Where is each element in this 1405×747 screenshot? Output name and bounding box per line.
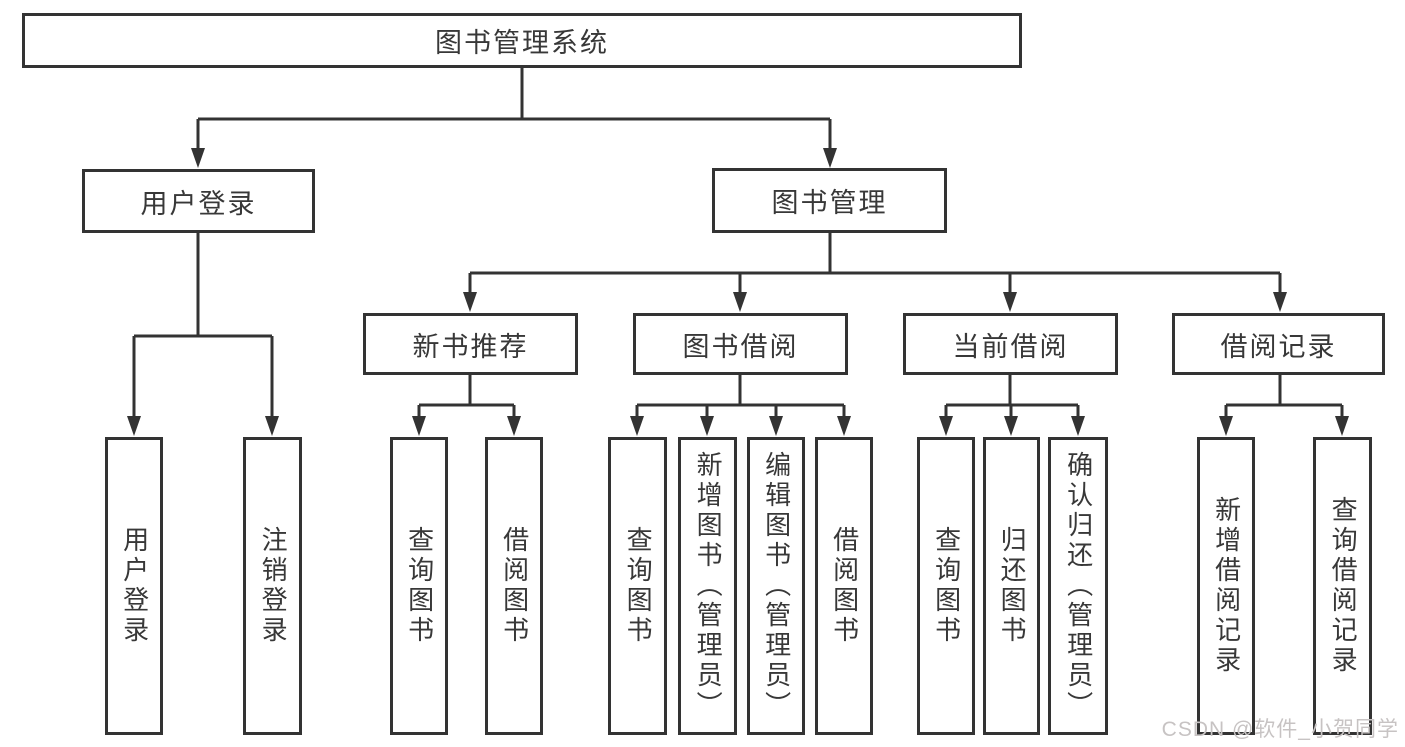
arrow-down-icon	[265, 416, 279, 436]
node-book-management: 图书管理	[712, 168, 947, 233]
leaf-add-book-admin: 新增图书（管理员）	[678, 437, 737, 735]
leaf-query-books: 查询图书	[608, 437, 667, 735]
leaf-logout: 注销登录	[243, 437, 302, 735]
leaf-query-books: 查询图书	[390, 437, 448, 735]
leaf-return-books: 归还图书	[983, 437, 1040, 735]
leaf-borrow-books: 借阅图书	[485, 437, 543, 735]
arrow-down-icon	[463, 292, 477, 312]
arrow-down-icon	[1003, 292, 1017, 312]
node-book-borrow: 图书借阅	[633, 313, 848, 375]
leaf-query-books: 查询图书	[917, 437, 975, 735]
leaf-edit-book-admin: 编辑图书（管理员）	[747, 437, 805, 735]
leaf-confirm-return-admin: 确认归还（管理员）	[1048, 437, 1108, 735]
arrow-down-icon	[630, 416, 644, 436]
leaf-user-login: 用户登录	[105, 437, 163, 735]
arrow-down-icon	[191, 148, 205, 168]
node-library-system: 图书管理系统	[22, 13, 1022, 68]
leaf-borrow-books: 借阅图书	[815, 437, 873, 735]
arrow-down-icon	[837, 416, 851, 436]
node-new-book-recommend: 新书推荐	[363, 313, 578, 375]
node-user-login: 用户登录	[82, 169, 315, 233]
arrow-down-icon	[412, 416, 426, 436]
node-current-borrow: 当前借阅	[903, 313, 1118, 375]
arrow-down-icon	[1273, 292, 1287, 312]
arrow-down-icon	[823, 148, 837, 168]
tree-edges	[132, 68, 1344, 420]
csdn-watermark: CSDN @软件_小贺同学	[1161, 718, 1399, 741]
leaf-query-borrow-record: 查询借阅记录	[1313, 437, 1372, 735]
arrow-down-icon	[700, 416, 714, 436]
arrow-down-icon	[769, 416, 783, 436]
arrow-down-icon	[1219, 416, 1233, 436]
arrowheads	[127, 148, 1349, 436]
leaf-add-borrow-record: 新增借阅记录	[1197, 437, 1255, 735]
arrow-down-icon	[1071, 416, 1085, 436]
arrow-down-icon	[127, 416, 141, 436]
arrow-down-icon	[939, 416, 953, 436]
arrow-down-icon	[1335, 416, 1349, 436]
arrow-down-icon	[733, 292, 747, 312]
arrow-down-icon	[1004, 416, 1018, 436]
arrow-down-icon	[507, 416, 521, 436]
node-borrow-records: 借阅记录	[1172, 313, 1385, 375]
